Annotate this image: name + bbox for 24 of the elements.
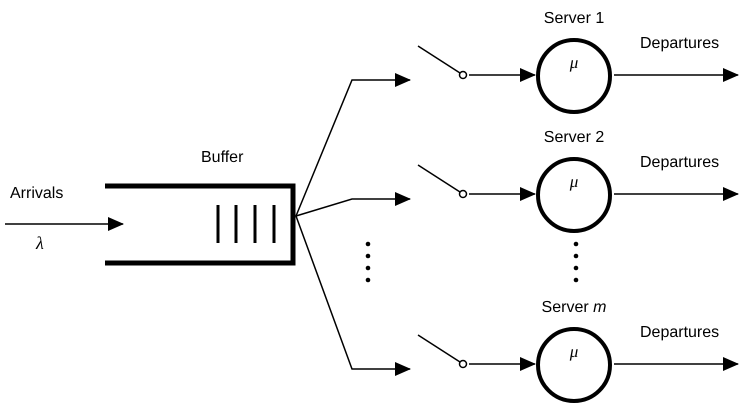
edge-label: Departures xyxy=(640,323,720,343)
server-label: Server 1 xyxy=(544,9,604,29)
arrow xyxy=(295,216,411,376)
service-rate-symbol: μ xyxy=(570,343,578,360)
server-label: Server 2 xyxy=(544,128,604,148)
arrow xyxy=(296,192,411,217)
arrow xyxy=(614,357,739,371)
arrival-rate-symbol: λ xyxy=(36,234,44,252)
server-label: Server m xyxy=(542,298,606,318)
arrow xyxy=(469,187,536,201)
arrow xyxy=(469,68,536,82)
edge-label: Departures xyxy=(640,153,720,173)
edge-label: Departures xyxy=(640,34,720,54)
service-rate-symbol: μ xyxy=(570,173,578,190)
buffer-label: Buffer xyxy=(201,150,244,166)
switch-symbol xyxy=(416,163,468,199)
arrow xyxy=(614,187,739,201)
service-rate-symbol: μ xyxy=(570,54,578,71)
arrow xyxy=(295,73,411,216)
arrow xyxy=(469,357,536,371)
arrow xyxy=(5,217,124,231)
switch-symbol xyxy=(416,44,468,80)
arrow xyxy=(614,68,739,82)
switch-symbol xyxy=(416,333,468,369)
